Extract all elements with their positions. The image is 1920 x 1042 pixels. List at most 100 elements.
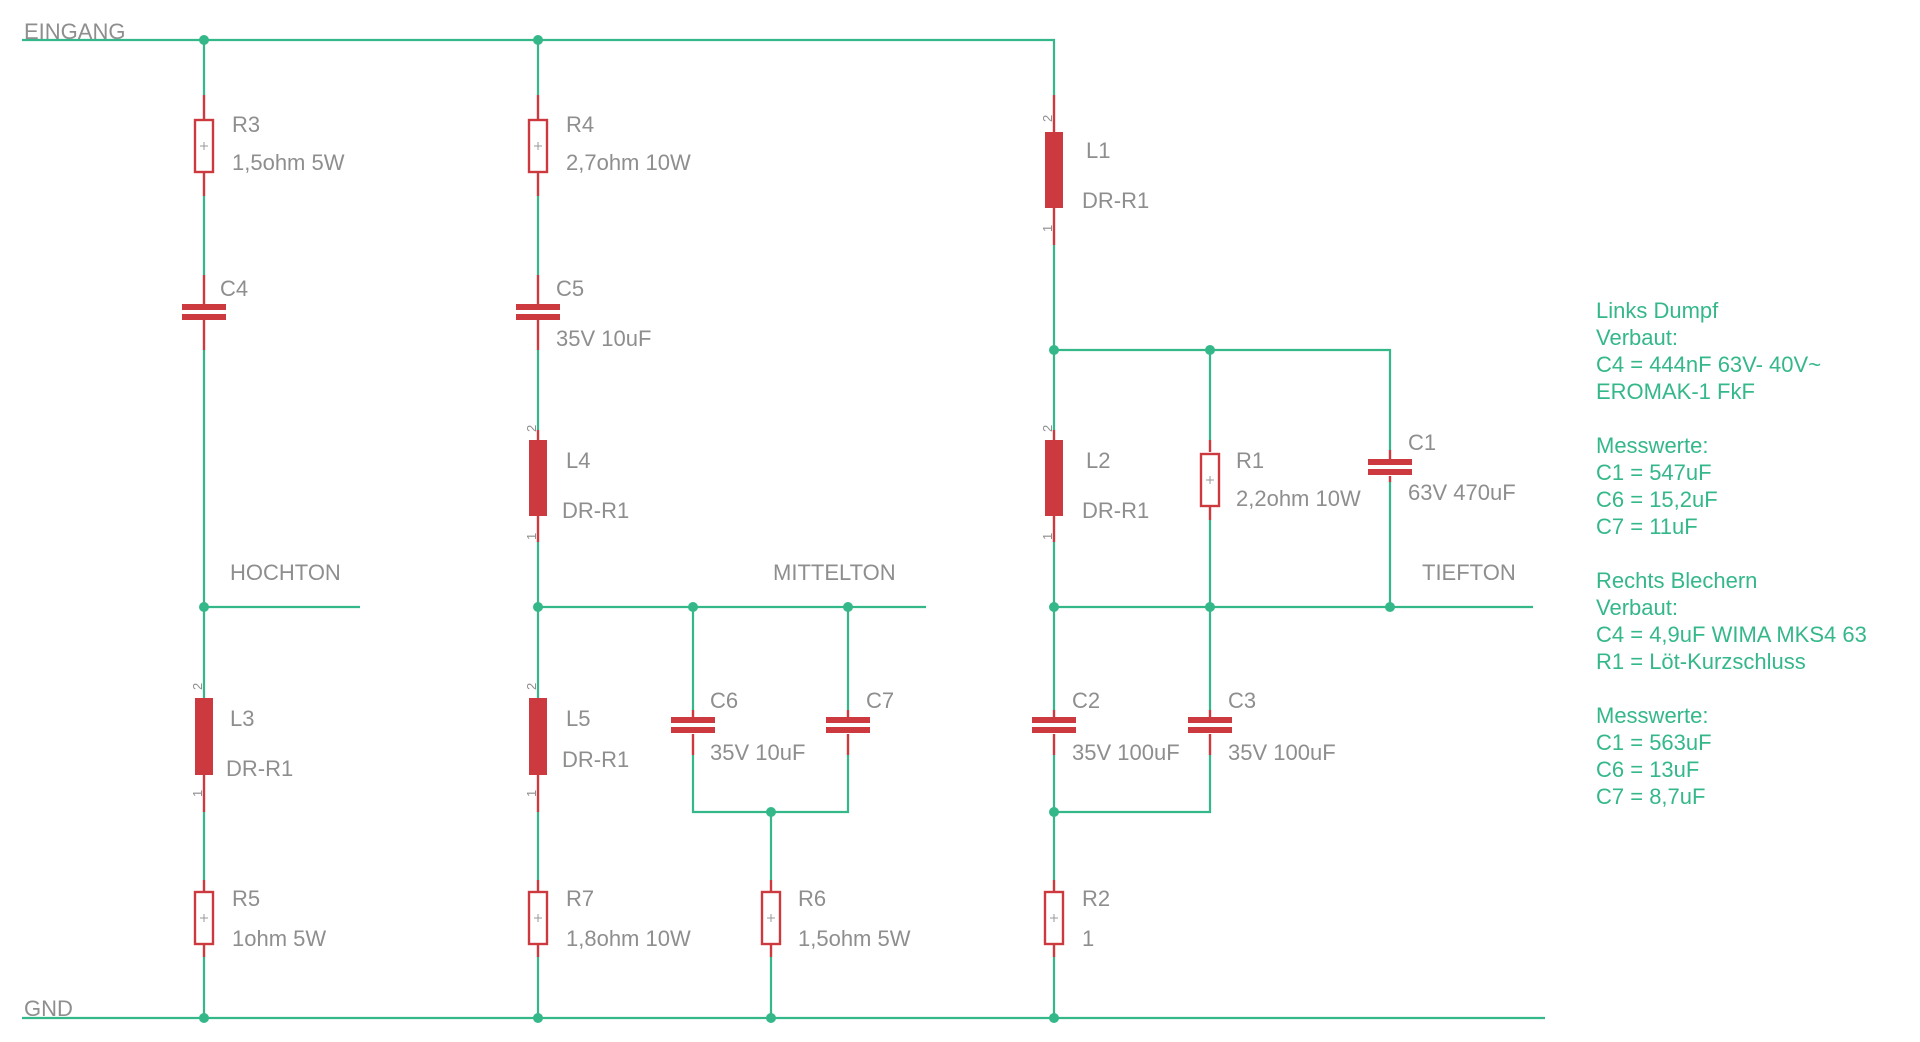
note-line: Messwerte: — [1596, 703, 1708, 728]
junction — [199, 35, 209, 45]
junction — [1049, 807, 1059, 817]
component-name-r5: R5 — [232, 886, 260, 911]
note-line: Messwerte: — [1596, 433, 1708, 458]
resistor-r6 — [760, 880, 782, 957]
component-name-c3: C3 — [1228, 688, 1256, 713]
resistor-r7 — [527, 880, 549, 957]
component-name-l4: L4 — [566, 448, 590, 473]
note-line: Verbaut: — [1596, 595, 1678, 620]
net-labels: EINGANG GND HOCHTON MITTELTON TIEFTON — [24, 19, 1516, 1021]
capacitor-c2 — [1032, 710, 1076, 755]
component-value-r7: 1,8ohm 10W — [566, 926, 691, 951]
capacitor-c1 — [1368, 450, 1412, 482]
junction — [1049, 345, 1059, 355]
junction — [1385, 602, 1395, 612]
net-label-mittelton: MITTELTON — [773, 560, 896, 585]
junction — [533, 602, 543, 612]
note-line: Links Dumpf — [1596, 298, 1719, 323]
component-name-r3: R3 — [232, 112, 260, 137]
net-label-eingang: EINGANG — [24, 19, 125, 44]
pin-number: 1 — [1040, 533, 1055, 540]
wire-r1-c1-top — [1054, 348, 1392, 450]
pin-number: 1 — [524, 790, 539, 797]
component-name-r6: R6 — [798, 886, 826, 911]
junction — [533, 35, 543, 45]
pin-number: 2 — [524, 683, 539, 690]
component-name-l5: L5 — [566, 706, 590, 731]
component-value-c5: 35V 10uF — [556, 326, 651, 351]
junction — [1049, 602, 1059, 612]
component-name-l2: L2 — [1086, 448, 1110, 473]
component-name-c2: C2 — [1072, 688, 1100, 713]
note-line: C1 = 563uF — [1596, 730, 1712, 755]
net-label-gnd: GND — [24, 996, 73, 1021]
note-line: C6 = 13uF — [1596, 757, 1699, 782]
note-line: C1 = 547uF — [1596, 460, 1712, 485]
resistor-r4 — [527, 95, 549, 196]
component-value-r2: 1 — [1082, 926, 1094, 951]
component-value-l3: DR-R1 — [226, 756, 293, 781]
capacitor-c6 — [671, 710, 715, 755]
capacitor-c4 — [182, 275, 226, 350]
inductor-l4 — [529, 430, 547, 542]
resistor-r2 — [1043, 880, 1065, 957]
component-value-r1: 2,2ohm 10W — [1236, 486, 1361, 511]
junction — [766, 1013, 776, 1023]
inductor-l1 — [1045, 95, 1063, 245]
component-name-r7: R7 — [566, 886, 594, 911]
component-value-l4: DR-R1 — [562, 498, 629, 523]
pin-number: 2 — [1040, 425, 1055, 432]
junction — [766, 807, 776, 817]
component-name-c6: C6 — [710, 688, 738, 713]
note-line: C7 = 8,7uF — [1596, 784, 1705, 809]
junction — [843, 602, 853, 612]
pin-number: 2 — [524, 425, 539, 432]
component-value-c3: 35V 100uF — [1228, 740, 1336, 765]
component-value-l1: DR-R1 — [1082, 188, 1149, 213]
note-line: C4 = 444nF 63V- 40V~ — [1596, 352, 1821, 377]
component-value-c1: 63V 470uF — [1408, 480, 1516, 505]
junction — [533, 1013, 543, 1023]
component-value-r3: 1,5ohm 5W — [232, 150, 345, 175]
note-line: C7 = 11uF — [1596, 514, 1698, 539]
component-name-r2: R2 — [1082, 886, 1110, 911]
component-name-r4: R4 — [566, 112, 594, 137]
junctions — [199, 35, 1395, 1023]
note-line: C4 = 4,9uF WIMA MKS4 63 — [1596, 622, 1867, 647]
component-value-l2: DR-R1 — [1082, 498, 1149, 523]
note-line: Rechts Blechern — [1596, 568, 1757, 593]
component-value-r6: 1,5ohm 5W — [798, 926, 911, 951]
pin-number: 1 — [1040, 225, 1055, 232]
resistor-r3 — [193, 95, 215, 196]
note-line: Verbaut: — [1596, 325, 1678, 350]
capacitor-c3 — [1188, 710, 1232, 755]
pin-number: 1 — [190, 790, 205, 797]
junction — [1049, 1013, 1059, 1023]
junction — [1205, 345, 1215, 355]
note-line: EROMAK-1 FkF — [1596, 379, 1755, 404]
note-line: C6 = 15,2uF — [1596, 487, 1718, 512]
note-line: R1 = Löt-Kurzschluss — [1596, 649, 1806, 674]
junction — [199, 602, 209, 612]
inductor-l5 — [529, 698, 547, 812]
inductor-l2 — [1045, 430, 1063, 542]
capacitor-c5 — [516, 275, 560, 350]
notes-block: Links Dumpf Verbaut: C4 = 444nF 63V- 40V… — [1596, 298, 1867, 809]
resistor-r5 — [193, 880, 215, 957]
pin-number: 1 — [524, 533, 539, 540]
pin-numbers: 2 1 2 1 2 1 2 1 2 1 — [190, 115, 1055, 797]
component-value-r4: 2,7ohm 10W — [566, 150, 691, 175]
component-value-l5: DR-R1 — [562, 747, 629, 772]
component-name-c4: C4 — [220, 276, 248, 301]
wire-c2-c3 — [1054, 755, 1212, 814]
component-name-l3: L3 — [230, 706, 254, 731]
junction — [1205, 602, 1215, 612]
junction — [199, 1013, 209, 1023]
net-label-hochton: HOCHTON — [230, 560, 341, 585]
component-value-r5: 1ohm 5W — [232, 926, 326, 951]
wires — [22, 38, 1545, 1020]
junction — [688, 602, 698, 612]
resistor-r1 — [1199, 440, 1221, 520]
component-name-l1: L1 — [1086, 138, 1110, 163]
